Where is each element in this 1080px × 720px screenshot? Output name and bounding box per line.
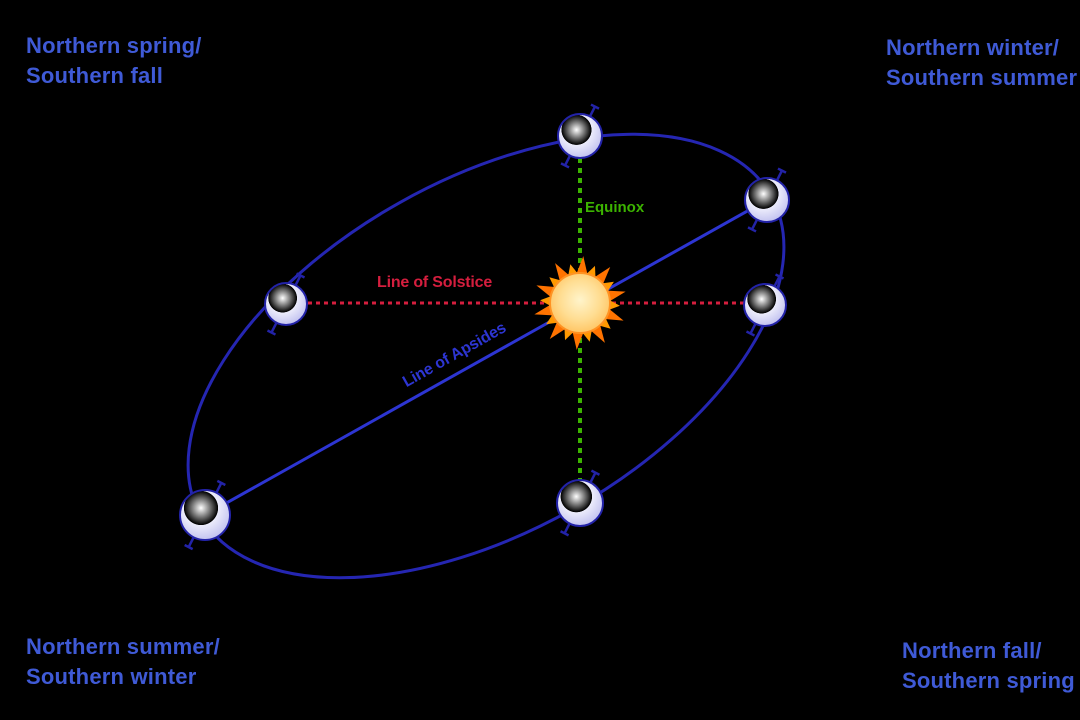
earth-axis-tick xyxy=(184,543,194,551)
season-label-line: Northern spring/ xyxy=(26,33,202,58)
season-label-line: Southern summer xyxy=(886,65,1078,90)
season-label-line: Northern fall/ xyxy=(902,638,1042,663)
equinox-line-label: Equinox xyxy=(585,199,645,216)
solstice-line-label: Line of Solstice xyxy=(377,274,493,291)
season-label-line: Southern winter xyxy=(26,664,197,689)
earth-axis-tick xyxy=(747,226,757,233)
season-label-line: Southern fall xyxy=(26,63,164,88)
sun-ray xyxy=(572,331,584,350)
earth-axis-tick xyxy=(774,273,785,280)
earth-axis-tick xyxy=(777,167,787,174)
earth-icon xyxy=(179,479,231,551)
earth-layer xyxy=(179,103,790,551)
earth-globe xyxy=(556,479,604,527)
earth-axis-tick xyxy=(559,530,570,537)
earth-axis-tick xyxy=(745,330,756,337)
earth-globe xyxy=(557,113,603,159)
earth-icon xyxy=(744,167,790,233)
sun-ray xyxy=(540,295,552,306)
sun-ray xyxy=(606,290,626,302)
earth-globe xyxy=(743,283,787,327)
sun-ray xyxy=(576,256,588,275)
sun-ray xyxy=(546,314,559,325)
earth-icon xyxy=(556,469,604,537)
earth-icon xyxy=(264,272,308,336)
earth-axis-tick xyxy=(560,162,570,169)
earth-icon xyxy=(743,273,787,337)
sun-ray xyxy=(549,277,561,289)
earth-axis-tick xyxy=(266,329,277,336)
earth-icon xyxy=(557,103,603,169)
sun-ray xyxy=(534,304,554,316)
earth-axis-tick xyxy=(295,272,306,279)
earth-globe xyxy=(744,177,790,223)
earth-globe xyxy=(264,282,308,326)
season-label-top-left: Northern spring/ Southern fall xyxy=(26,31,202,91)
season-label-top-right: Northern winter/ Southern summer xyxy=(886,33,1077,93)
sun-body xyxy=(549,272,611,334)
season-label-line: Northern summer/ xyxy=(26,634,220,659)
apsides-line xyxy=(204,198,768,517)
earth-axis-tick xyxy=(590,469,601,476)
sun-ray xyxy=(601,281,614,292)
earth-axis-tick xyxy=(590,103,600,110)
earth-globe xyxy=(179,489,231,541)
sun-icon xyxy=(534,256,626,350)
season-label-bottom-left: Northern summer/ Southern winter xyxy=(26,632,220,692)
earth-axis-tick xyxy=(216,479,226,487)
sun-ray xyxy=(599,317,611,329)
sun-ray xyxy=(608,300,620,311)
season-label-line: Northern winter/ xyxy=(886,35,1060,60)
season-label-line: Southern spring xyxy=(902,668,1075,693)
season-label-bottom-right: Northern fall/ Southern spring xyxy=(902,636,1075,696)
